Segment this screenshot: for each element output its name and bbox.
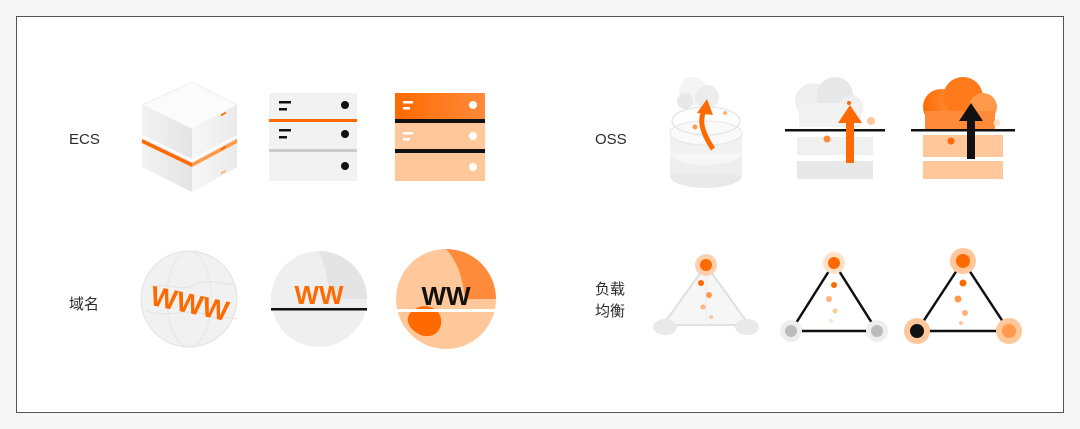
- oss-storage-iso-icon: [665, 71, 747, 191]
- domain-globe-iso-icon: WWW: [137, 249, 247, 349]
- ecs-server-solid-icon: [395, 93, 487, 185]
- oss-upload-solid-icon: [911, 73, 1015, 185]
- load-balancer-solid-icon: [903, 239, 1023, 349]
- www-text-line: WW: [294, 280, 344, 310]
- label-domain: 域名: [69, 296, 100, 313]
- label-oss: OSS: [595, 131, 627, 148]
- load-balancer-line-icon: [779, 243, 889, 347]
- label-load-balancer-line2: 均衡: [595, 303, 626, 320]
- ecs-server-line-icon: [269, 93, 359, 183]
- ecs-server-iso-icon: [137, 77, 247, 197]
- load-balancer-iso-icon: [651, 245, 761, 345]
- domain-globe-solid-icon: WW: [395, 247, 497, 351]
- oss-upload-line-icon: [785, 73, 885, 185]
- www-text-solid: WW: [421, 281, 471, 311]
- domain-globe-line-icon: WW: [269, 249, 369, 349]
- label-load-balancer-line1: 负载: [595, 281, 626, 298]
- icon-showcase-panel: ECS OSS 域名 负载 均衡: [16, 16, 1064, 413]
- label-ecs: ECS: [69, 131, 100, 148]
